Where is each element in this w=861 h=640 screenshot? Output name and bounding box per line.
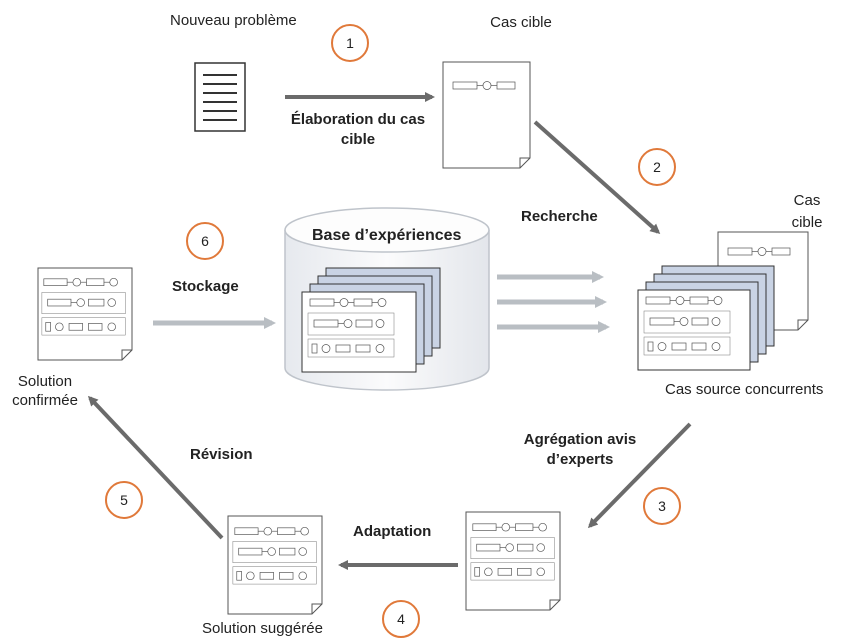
- arrows-database-to-sources: [497, 271, 610, 333]
- label-cas-cible-top: Cas cible: [490, 14, 552, 31]
- step-1-badge: 1: [331, 24, 369, 62]
- label-solution-confirmee: Solution confirmée: [12, 373, 78, 409]
- step-5-badge: 5: [105, 481, 143, 519]
- confirmed-solution-card: [37, 267, 133, 361]
- step-4-badge: 4: [382, 600, 420, 638]
- step-2-badge: 2: [638, 148, 676, 186]
- label-cas-source-concurrents: Cas source concurrents: [665, 381, 824, 398]
- step-3-badge: 3: [643, 487, 681, 525]
- label-adaptation: Adaptation: [353, 523, 432, 540]
- target-case-card-top: [442, 61, 531, 169]
- label-stockage: Stockage: [172, 278, 239, 295]
- aggregated-case-card: [465, 511, 561, 611]
- experience-base-database: [284, 207, 490, 391]
- label-revision: Révision: [190, 446, 253, 463]
- arrow-revision: [87, 395, 224, 540]
- arrow-agregation: [587, 422, 692, 529]
- source-cases-stack: [637, 265, 775, 371]
- label-recherche: Recherche: [521, 208, 598, 225]
- step-6-badge: 6: [186, 222, 224, 260]
- suggested-solution-card: [227, 515, 323, 615]
- label-nouveau-probleme: Nouveau problème: [170, 12, 297, 29]
- label-cas-cible-right: Cas cible: [791, 192, 823, 231]
- label-base-experiences: Base d’expériences: [312, 227, 462, 244]
- arrow-recherche: [533, 120, 661, 234]
- label-elaboration: Élaboration du cas cible: [290, 111, 426, 148]
- label-solution-suggeree: Solution suggérée: [202, 620, 323, 637]
- new-problem-document-icon: [194, 62, 246, 132]
- label-agregation: Agrégation avis d’experts: [523, 431, 637, 468]
